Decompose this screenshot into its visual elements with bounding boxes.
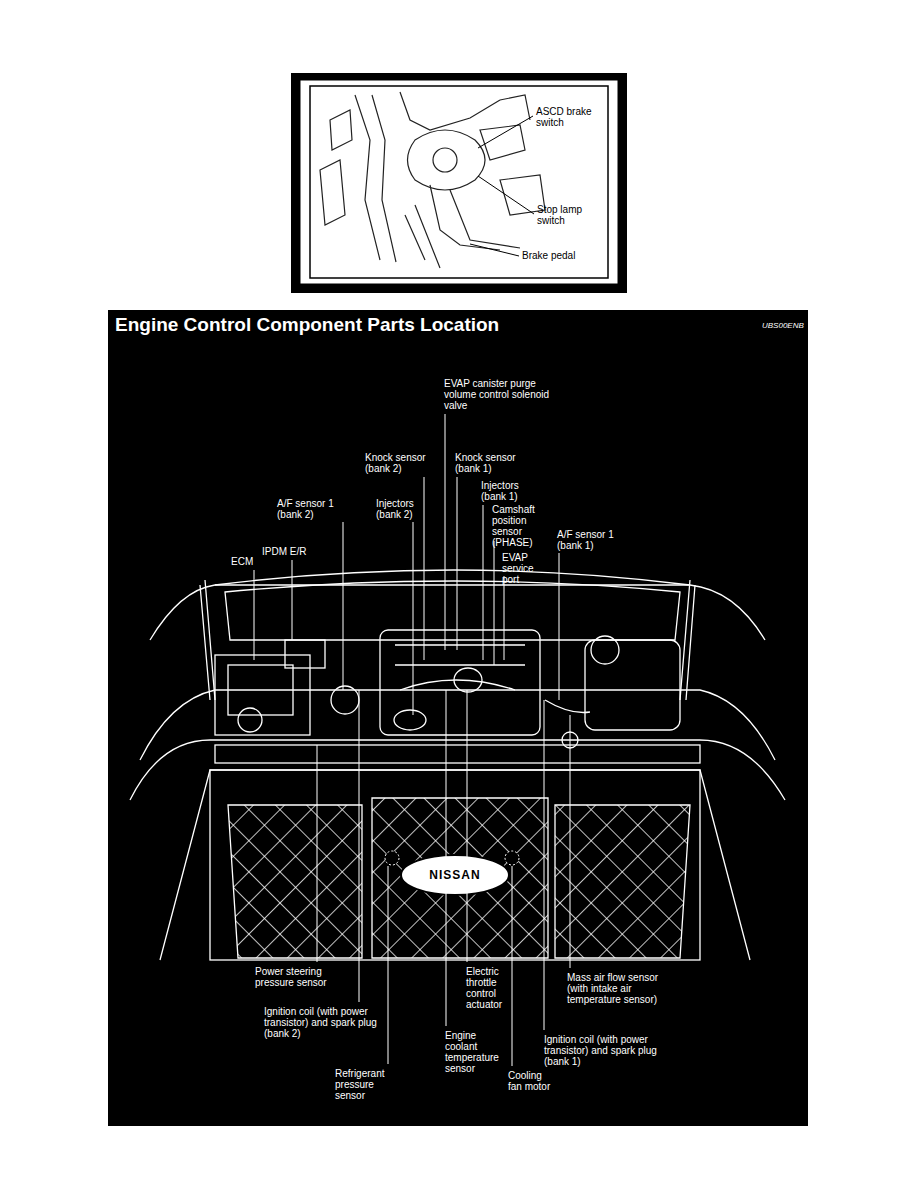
part-label: IPDM E/R (262, 546, 306, 557)
part-label: Ignition coil (with power transistor) an… (544, 1034, 668, 1067)
part-label: EVAP service port (502, 552, 552, 585)
part-label: Knock sensor (bank 1) (455, 452, 517, 474)
part-label: Knock sensor (bank 2) (365, 452, 427, 474)
part-label: Mass air flow sensor (with intake air te… (567, 972, 671, 1005)
part-label: Stop lamp switch (537, 204, 593, 226)
part-label: Brake pedal (522, 250, 602, 261)
part-label: EVAP canister purge volume control solen… (444, 378, 556, 411)
part-label: A/F sensor 1 (bank 2) (277, 498, 345, 520)
part-label: Refrigerant pressure sensor (335, 1068, 397, 1101)
part-label: Injectors (bank 1) (481, 480, 533, 502)
part-label: Power steering pressure sensor (255, 966, 343, 988)
part-label: Injectors (bank 2) (376, 498, 428, 520)
part-label: Ignition coil (with power transistor) an… (264, 1006, 388, 1039)
part-label: ECM (231, 556, 253, 567)
panel-title: Engine Control Component Parts Location (115, 314, 499, 336)
part-label: Electric throttle control actuator (466, 966, 518, 1010)
part-label: ASCD brake switch (536, 106, 598, 128)
part-label: A/F sensor 1 (bank 1) (557, 529, 625, 551)
part-label: Cooling fan motor (508, 1070, 558, 1092)
part-label: Camshaft position sensor (PHASE) (492, 504, 556, 548)
badge-text: NISSAN (429, 868, 480, 882)
part-label: Engine coolant temperature sensor (445, 1030, 505, 1074)
figure-code: UBS00ENB (762, 320, 804, 331)
